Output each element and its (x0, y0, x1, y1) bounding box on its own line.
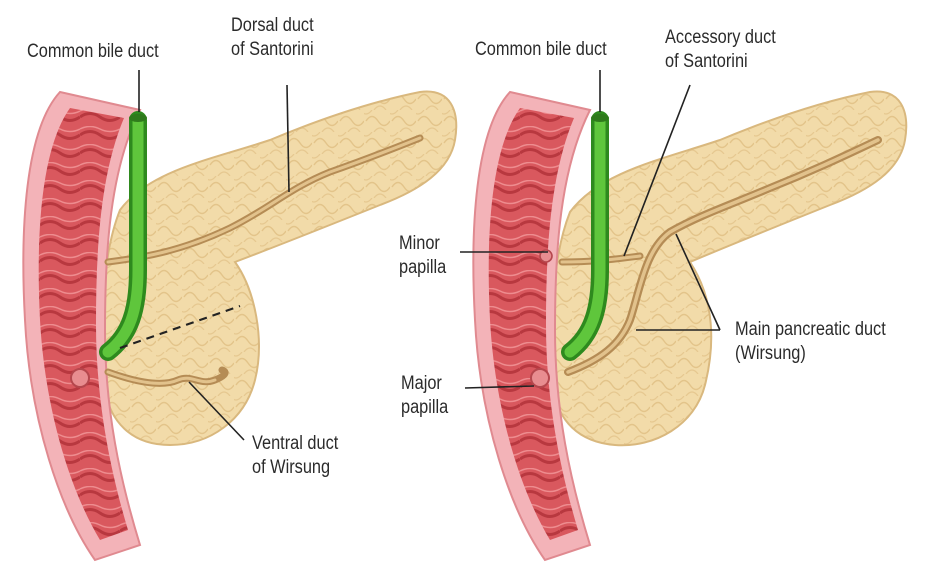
minor-papilla-label: Minor papilla (399, 232, 446, 280)
left-ventral-duct-label: Ventral duct of Wirsung (252, 432, 338, 480)
left-dorsal-duct-label: Dorsal duct of Santorini (231, 14, 314, 62)
left-common-bile-duct-label: Common bile duct (27, 40, 159, 64)
right-common-bile-duct-label: Common bile duct (475, 38, 607, 62)
right-panel (460, 70, 906, 560)
left-major-papilla (71, 369, 89, 387)
main-pancreatic-duct-label: Main pancreatic duct (Wirsung) (735, 318, 886, 366)
major-papilla-label: Major papilla (401, 372, 448, 420)
right-accessory-duct-label: Accessory duct of Santorini (665, 26, 776, 74)
right-major-papilla (531, 369, 549, 387)
left-panel (23, 70, 456, 560)
